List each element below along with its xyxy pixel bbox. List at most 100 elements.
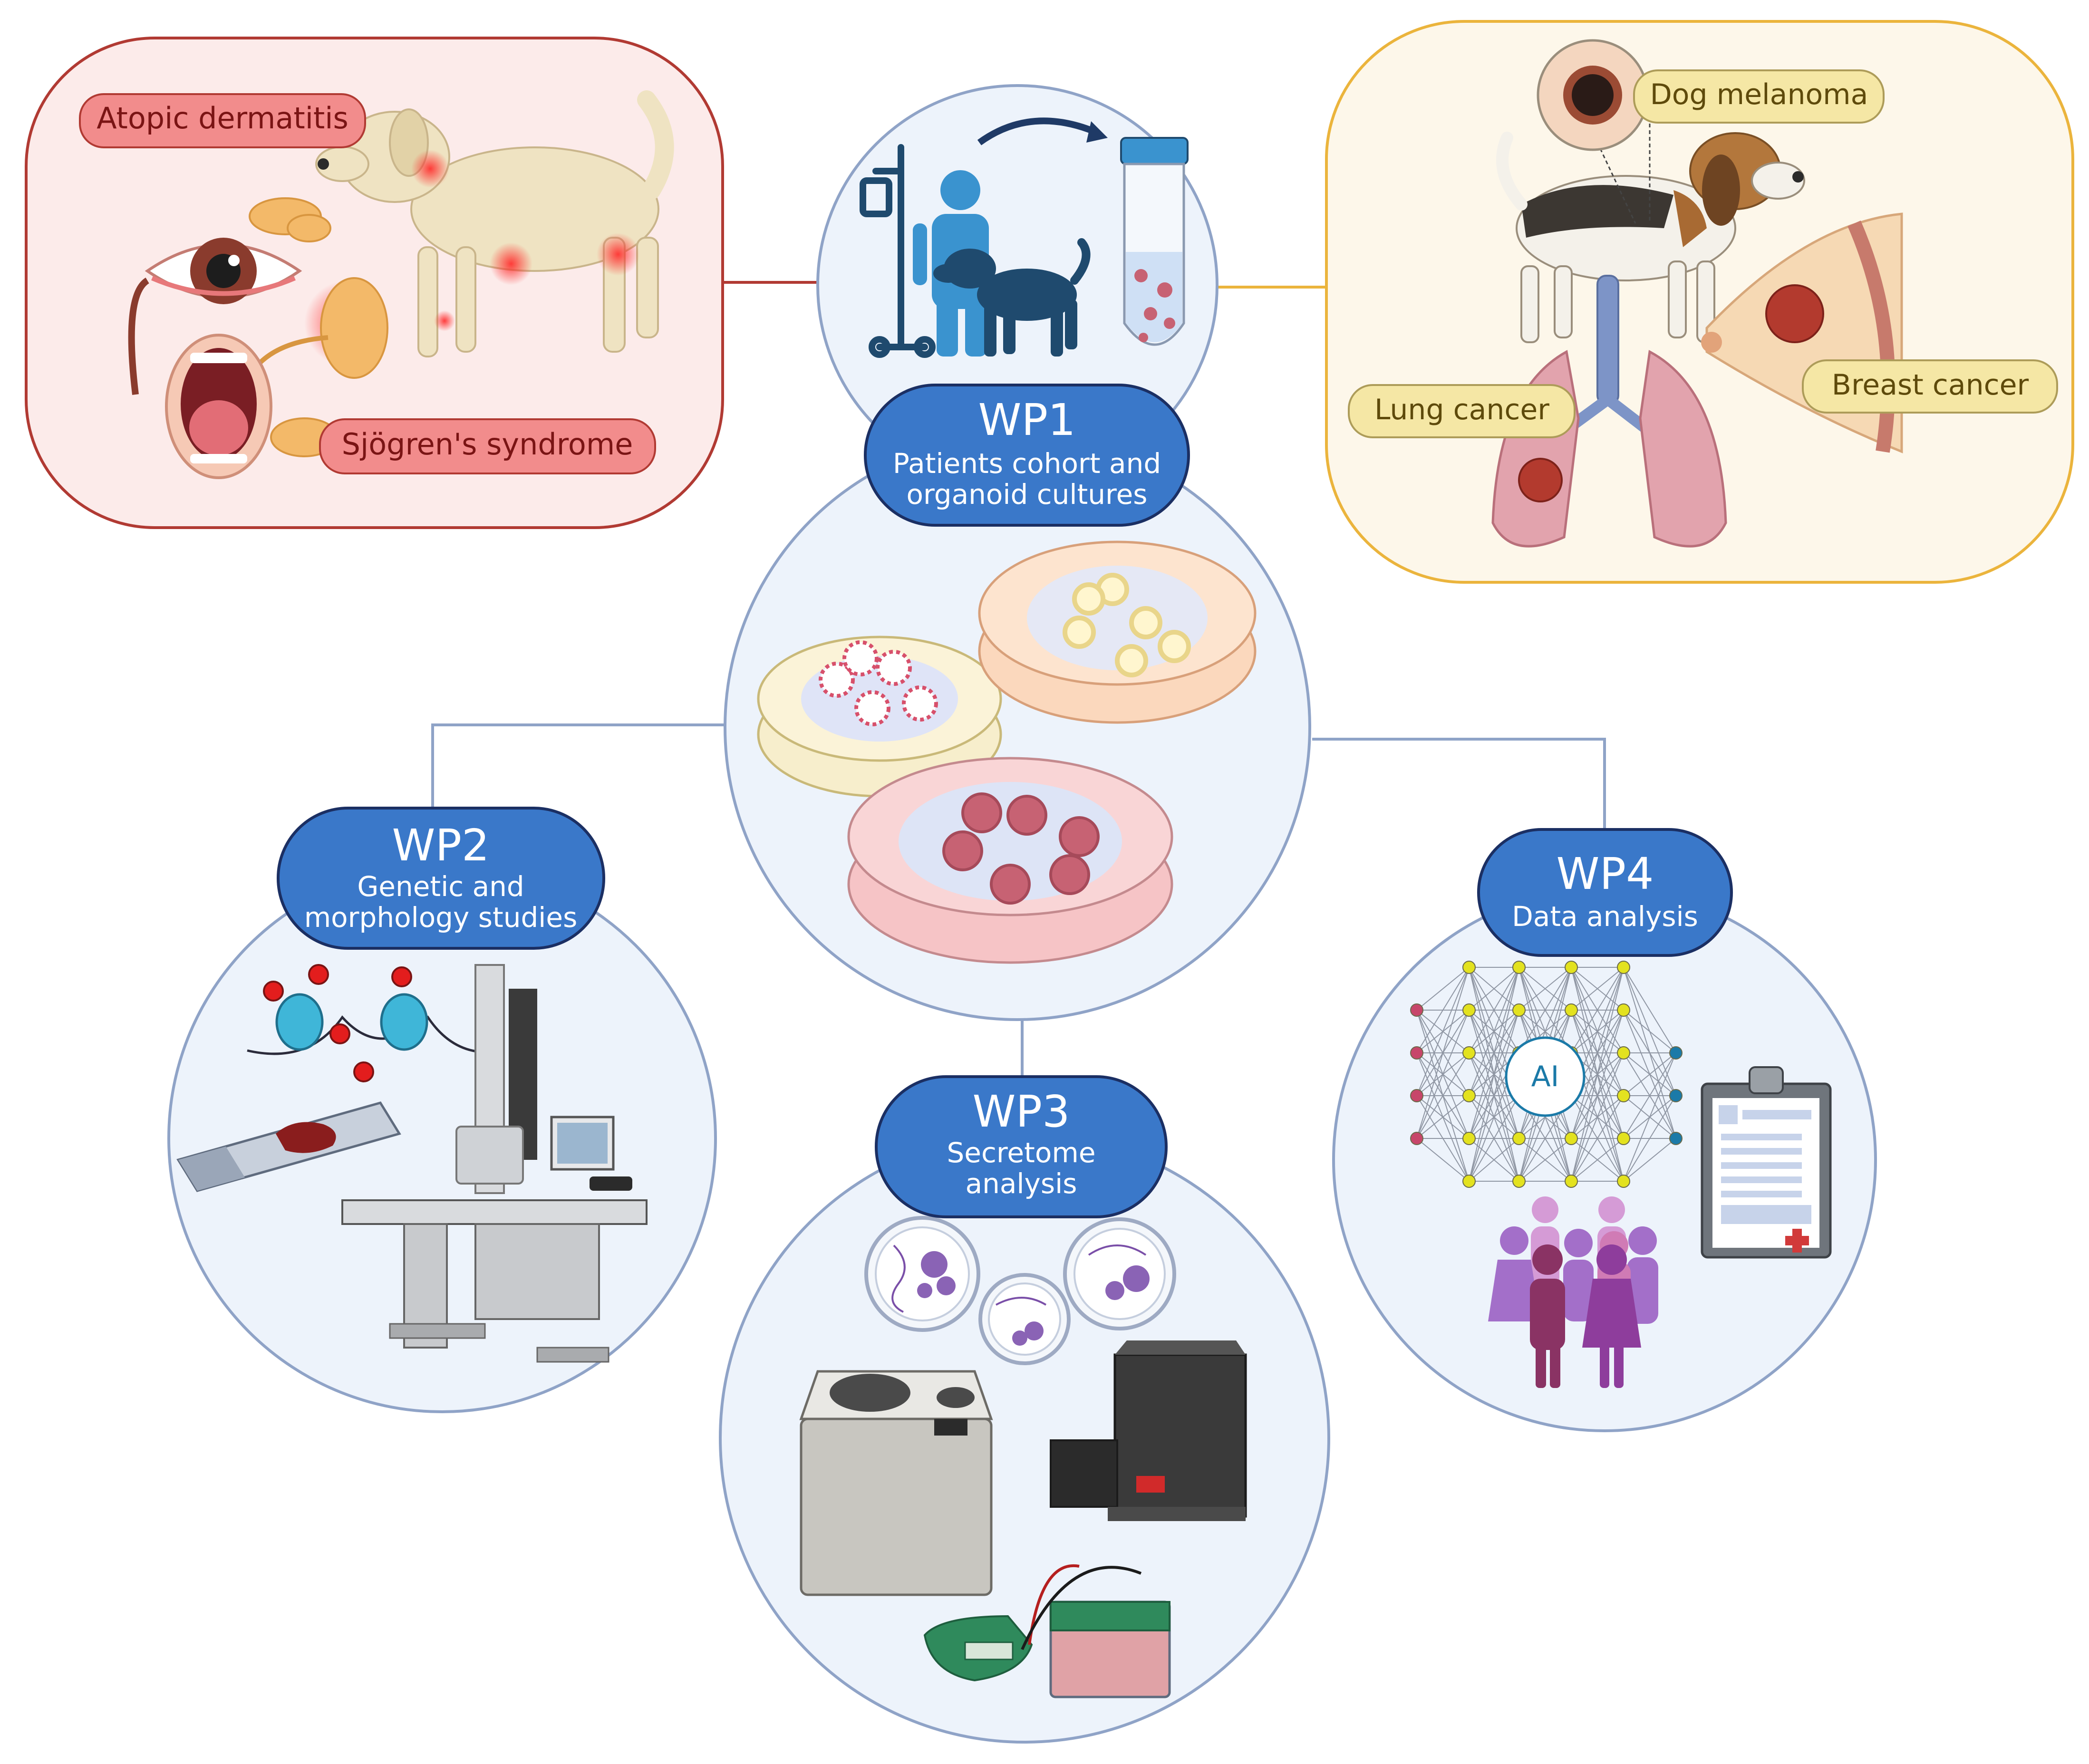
wp1-organoid-circle [724, 434, 1311, 1021]
wp3-circle [719, 1132, 1330, 1744]
network-node [1462, 961, 1476, 974]
wp1-subtitle-line-2: organoid cultures [906, 478, 1147, 511]
dog-with-lesions-icon [315, 90, 674, 357]
network-node [1617, 1003, 1630, 1017]
network-edge [1416, 967, 1470, 1139]
network-edge [1518, 967, 1572, 1011]
network-node [1512, 1003, 1526, 1017]
wp2-circle [167, 864, 717, 1413]
network-node [1410, 1046, 1423, 1060]
petri-dish-icon [847, 757, 1173, 964]
network-node [1669, 1046, 1683, 1060]
wp1-banner: WP1 Patients cohort and organoid culture… [864, 384, 1190, 527]
network-edge [1416, 1138, 1470, 1182]
network-edge [1469, 967, 1519, 1096]
network-edge [1469, 967, 1519, 1182]
network-edge [1623, 1138, 1676, 1182]
label-sjogrens-syndrome-text: Sjögren's syndrome [342, 427, 633, 462]
network-node [1565, 1003, 1578, 1017]
open-mouth-icon [165, 334, 272, 479]
network-node [1462, 1132, 1476, 1145]
label-atopic-dermatitis-text: Atopic dermatitis [97, 101, 348, 135]
label-breast-cancer: Breast cancer [1802, 359, 2058, 414]
petri-dish-icon [978, 540, 1257, 724]
connectors [431, 281, 1606, 1079]
clipboard-report-icon [1701, 1066, 1832, 1259]
network-edge [1571, 1138, 1624, 1182]
network-node [1462, 1003, 1476, 1017]
wp3-title: WP3 [973, 1086, 1070, 1137]
label-dog-melanoma-text: Dog melanoma [1650, 78, 1868, 111]
network-node [1669, 1089, 1683, 1102]
iv-stand-icon [860, 144, 936, 358]
network-edge [1623, 1095, 1676, 1182]
network-edge [1571, 967, 1624, 1182]
network-edge [1469, 967, 1519, 1139]
network-node [1617, 1175, 1630, 1188]
label-lung-cancer: Lung cancer [1348, 384, 1576, 438]
network-node [1669, 1132, 1683, 1145]
network-edge [1571, 1095, 1624, 1182]
wp1-title: WP1 [978, 395, 1076, 445]
network-node [1617, 961, 1630, 974]
wp3-banner: WP3 Secretome analysis [875, 1075, 1168, 1218]
label-breast-cancer-text: Breast cancer [1832, 368, 2029, 402]
network-node [1617, 1046, 1630, 1060]
network-edge [1571, 967, 1624, 1053]
dna-methylation-icon [247, 964, 504, 1082]
wp4-circle: AI [1332, 887, 1877, 1432]
network-edge [1469, 967, 1519, 1011]
network-edge [1518, 1138, 1572, 1182]
network-edge [1623, 1052, 1676, 1139]
people-group-icon [1488, 1196, 1658, 1388]
network-node [1410, 1003, 1423, 1017]
wp2-banner: WP2 Genetic and morphology studies [277, 807, 605, 950]
connector-wp2 [431, 723, 727, 808]
tissue-slide-icon [176, 1101, 401, 1192]
electrophoresis-icon [923, 1564, 1171, 1698]
network-edge [1416, 1010, 1470, 1139]
transfer-arrow-icon [977, 117, 1100, 145]
network-edge [1469, 967, 1519, 1053]
network-edge [1469, 1138, 1519, 1182]
wp3-subtitle-line-2: analysis [966, 1167, 1077, 1200]
wp1-subtitle-line-1: Patients cohort and [893, 447, 1161, 480]
ai-node [1505, 1036, 1586, 1117]
exosome-dish-icon [1063, 1217, 1176, 1330]
network-node [1512, 961, 1526, 974]
network-node [1462, 1089, 1476, 1102]
wp1-banner-box [864, 384, 1190, 527]
network-node [1410, 1132, 1423, 1145]
mass-spectrometer-icon [1050, 1340, 1247, 1521]
neural-network-icon: AI [1410, 961, 1683, 1188]
network-edge [1571, 967, 1624, 1139]
network-node [1410, 1089, 1423, 1102]
wp3-banner-box [875, 1075, 1168, 1218]
melanoma-lesion-icon [1537, 39, 1651, 224]
wp2-title: WP2 [392, 820, 490, 871]
network-edge [1416, 1052, 1470, 1139]
network-edge [1623, 1010, 1676, 1053]
wp4-subtitle-line-1: Data analysis [1512, 900, 1698, 933]
wp2-subtitle-line-1: Genetic and [357, 870, 524, 903]
network-edge [1571, 1052, 1624, 1182]
network-node [1565, 1175, 1578, 1188]
network-edge [1416, 1095, 1470, 1139]
network-edge [1623, 1052, 1676, 1096]
network-node [1617, 1132, 1630, 1145]
network-node [1565, 1132, 1578, 1145]
network-edge [1518, 967, 1572, 1053]
network-edge [1571, 967, 1624, 1011]
network-edge [1416, 967, 1470, 1096]
label-atopic-dermatitis: Atopic dermatitis [79, 93, 366, 148]
autoimmune-panel: Atopic dermatitis Sjögren's syndrome [25, 37, 724, 529]
centrifuge-icon [799, 1370, 993, 1596]
exosome-dish-icon [864, 1216, 980, 1332]
wp4-banner: WP4 Data analysis [1477, 828, 1733, 957]
ai-label: AI [1531, 1060, 1559, 1093]
network-node [1617, 1089, 1630, 1102]
network-node [1462, 1046, 1476, 1060]
label-dog-melanoma: Dog melanoma [1633, 69, 1885, 124]
network-edge [1469, 1010, 1519, 1182]
